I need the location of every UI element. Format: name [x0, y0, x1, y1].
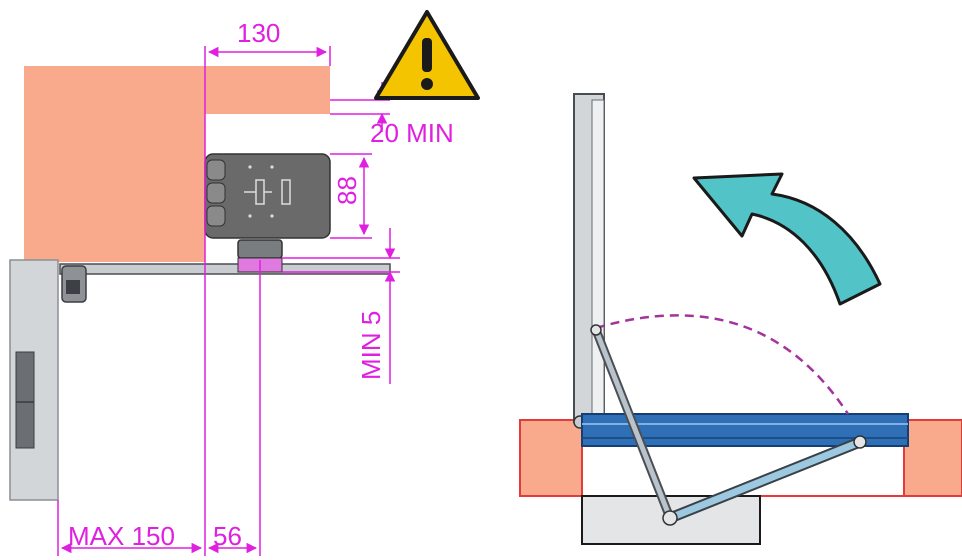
hinge — [15, 351, 35, 449]
dim-bracket-height: 88 — [332, 176, 362, 205]
extension-lines — [57, 46, 400, 556]
dim-top-width: 130 — [237, 18, 280, 48]
warning-triangle-icon — [374, 10, 480, 100]
dim-gap-min: 20 MIN — [370, 118, 454, 148]
support-foot — [237, 239, 283, 259]
swing-path — [595, 314, 850, 415]
roof-slab-left — [519, 419, 583, 497]
wall-block — [24, 66, 330, 114]
wall-block-lower — [24, 114, 205, 262]
gas-strut-arm — [590, 324, 867, 526]
dim-max-offset: MAX 150 — [68, 521, 175, 551]
left-section-detail: 130 20 MIN 88 MIN 5 MAX 150 56 — [9, 10, 480, 556]
dimension-lines — [60, 46, 396, 554]
fixing-rail — [59, 263, 391, 275]
dim-arm-offset: 56 — [213, 521, 242, 551]
roof-slab-right — [903, 419, 962, 497]
dim-clearance-min: MIN 5 — [356, 311, 386, 380]
right-hatch-diagram — [519, 93, 962, 545]
curved-arrow-icon — [692, 172, 882, 306]
